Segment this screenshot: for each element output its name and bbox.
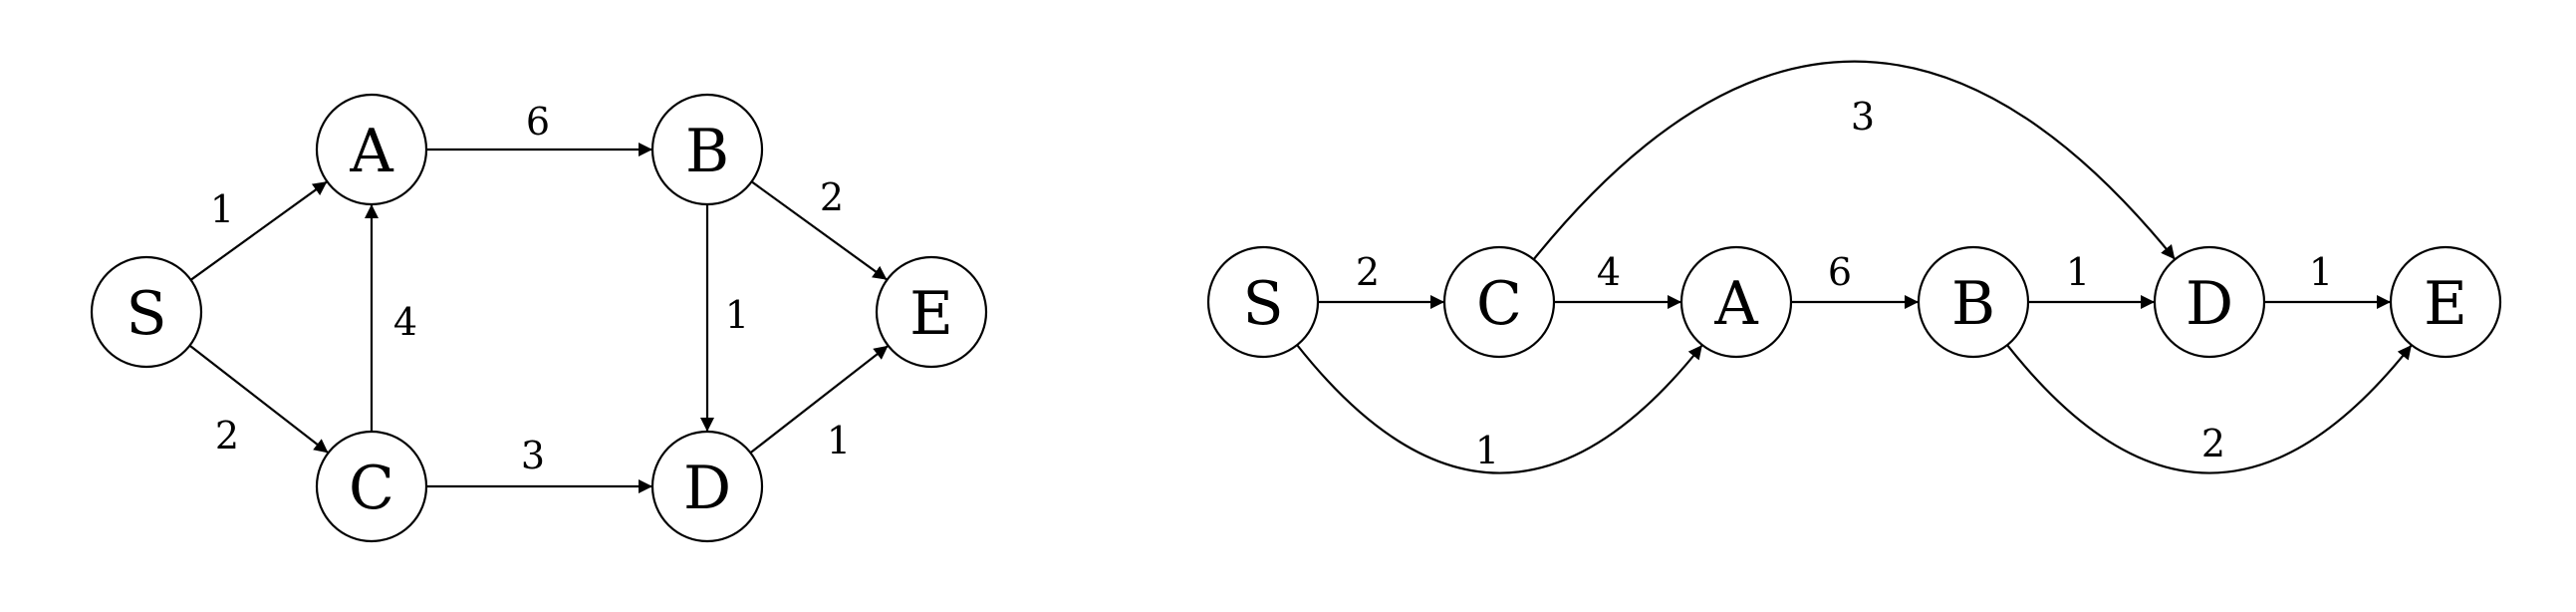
edge-weight-A-B: 6: [1828, 250, 1852, 294]
node-label: D: [2186, 269, 2233, 339]
edge-weight-B-E: 2: [820, 175, 844, 219]
node-E: E: [875, 255, 988, 369]
node-label: A: [349, 117, 393, 186]
node-C: C: [315, 430, 428, 543]
node-S: S: [90, 255, 203, 369]
node-D: D: [2153, 245, 2266, 359]
node-label: C: [1476, 269, 1522, 339]
node-label: E: [909, 279, 953, 349]
node-circle: [1206, 245, 1320, 359]
node-label: S: [126, 279, 166, 349]
node-label: A: [1713, 269, 1758, 339]
edge-B-E: [750, 180, 889, 281]
node-circle: [650, 430, 764, 543]
edge-weight-B-D: 1: [725, 293, 749, 337]
node-S: S: [1206, 245, 1320, 359]
edge-weight-C-A: 4: [393, 300, 417, 344]
node-label: E: [2424, 269, 2467, 339]
edge-weight-B-E: 2: [2201, 422, 2225, 465]
edge-S-C: [188, 344, 330, 455]
edge-B-E: [2006, 344, 2413, 474]
edge-weight-S-C: 2: [215, 414, 239, 458]
edge-weight-D-E: 1: [827, 419, 851, 462]
node-circle: [650, 93, 764, 206]
node-B: B: [650, 93, 764, 206]
node-label: B: [685, 117, 729, 186]
node-label: D: [683, 454, 731, 523]
edge-weight-S-A: 1: [1475, 429, 1499, 472]
edge-S-A: [1296, 344, 1703, 474]
edge-D-E: [749, 344, 890, 455]
node-D: D: [650, 430, 764, 543]
node-circle: [2153, 245, 2266, 359]
node-label: C: [349, 454, 394, 523]
node-circle: [90, 255, 203, 369]
node-C: C: [1442, 245, 1556, 359]
edge-weight-C-D: 3: [1851, 95, 1875, 139]
edge-weight-C-D: 3: [521, 434, 545, 477]
node-circle: [1679, 245, 1793, 359]
edge-weight-D-E: 1: [2309, 250, 2333, 294]
node-circle: [315, 430, 428, 543]
edge-S-A: [189, 180, 329, 281]
node-A: A: [315, 93, 428, 206]
node-circle: [315, 93, 428, 206]
edge-weight-S-C: 2: [1356, 250, 1380, 294]
node-circle: [1442, 245, 1556, 359]
node-E: E: [2389, 245, 2502, 359]
node-A: A: [1679, 245, 1793, 359]
edge-weight-A-B: 6: [526, 100, 550, 144]
edge-C-D: [1532, 60, 2177, 260]
node-circle: [2389, 245, 2502, 359]
node-circle: [875, 255, 988, 369]
graph-right: 2 4 6 1 1 3 1 2 S C A B D E: [1206, 60, 2502, 474]
edge-weight-C-A: 4: [1597, 250, 1621, 294]
edge-weight-S-A: 1: [210, 187, 234, 231]
node-label: B: [1951, 269, 1995, 339]
edge-weight-B-D: 1: [2066, 250, 2090, 294]
node-B: B: [1917, 245, 2030, 359]
node-label: S: [1242, 269, 1283, 339]
node-circle: [1917, 245, 2030, 359]
